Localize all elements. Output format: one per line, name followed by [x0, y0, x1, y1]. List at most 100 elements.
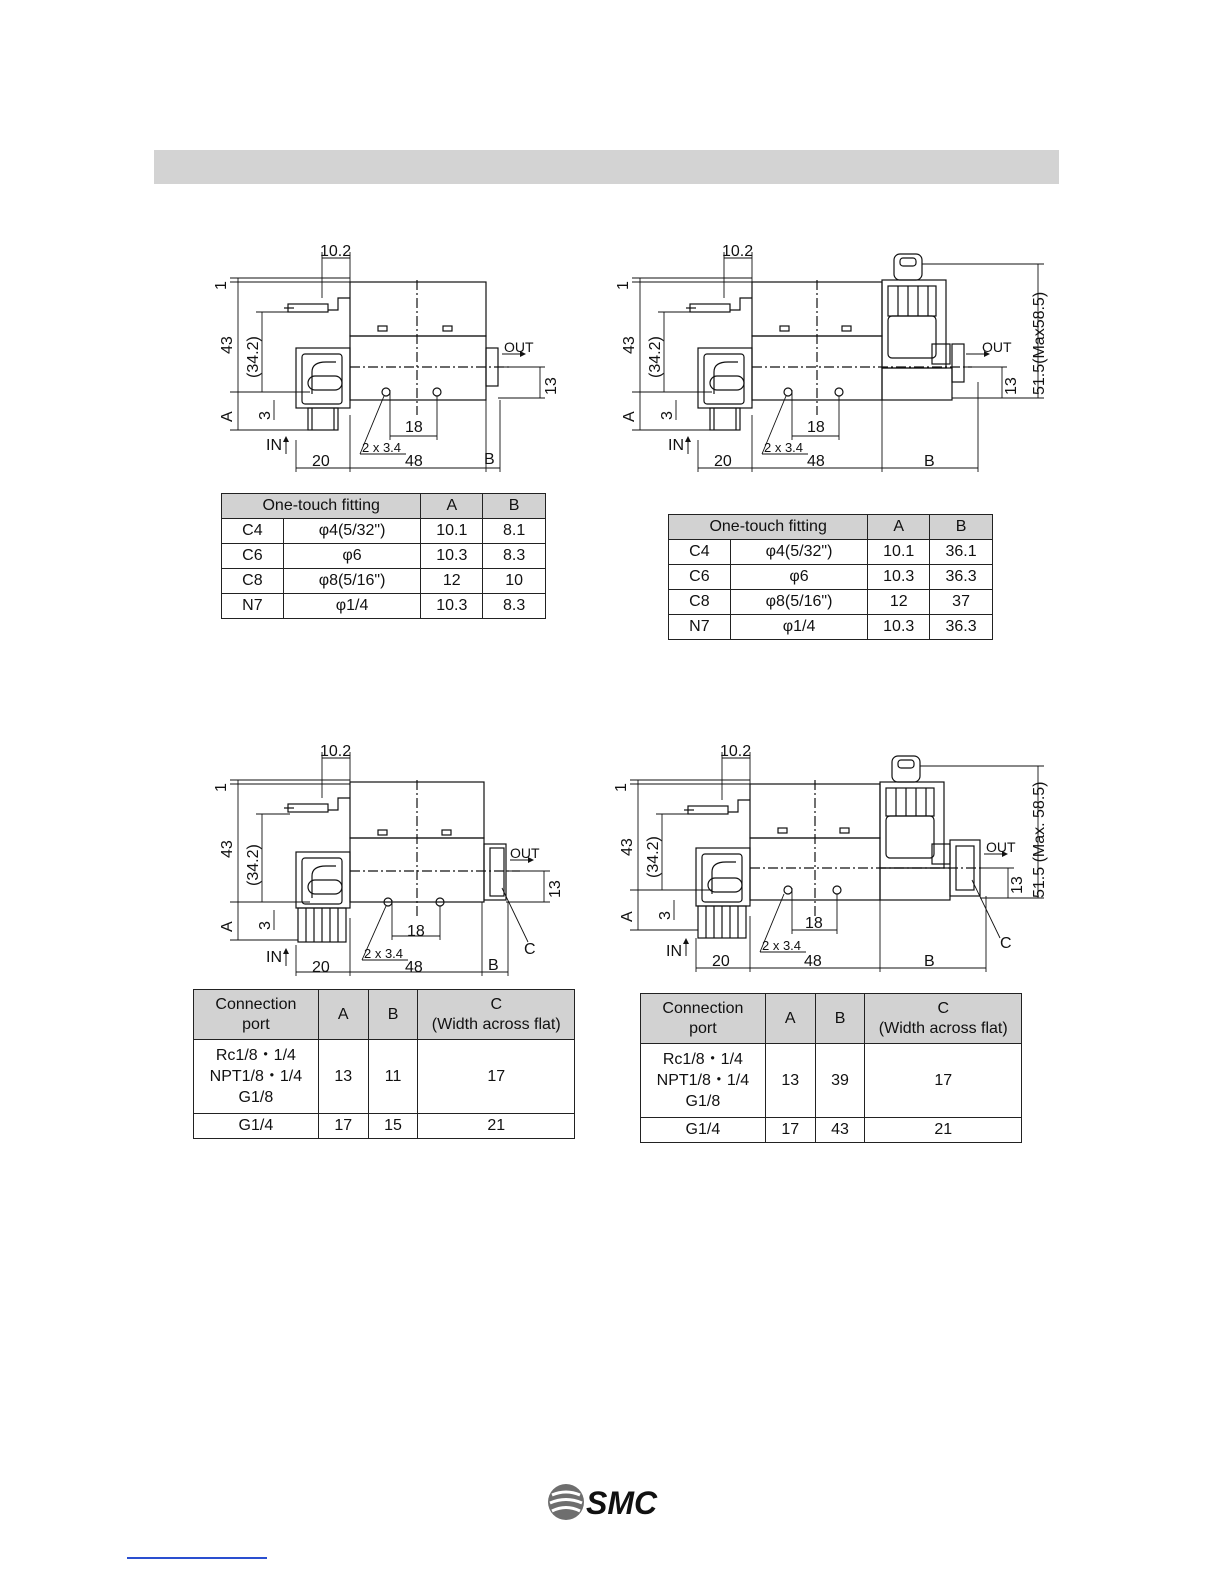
- dim-1-text: 1: [213, 783, 230, 792]
- table-header-cell: A: [764, 993, 816, 1044]
- table-header-cell: Connection port: [193, 989, 319, 1040]
- dim-13-text: 13: [1009, 876, 1026, 894]
- table-cell: C4: [221, 518, 284, 544]
- dim-34-text: (34.2): [245, 336, 262, 378]
- table-cell: 43: [814, 1117, 866, 1143]
- out-label: OUT: [982, 339, 1012, 355]
- table-header-cell: C (Width across flat): [417, 989, 575, 1040]
- table-cell: 21: [417, 1113, 575, 1139]
- table-cell: Rc1/8・1/4 NPT1/8・1/4 G1/8: [640, 1043, 766, 1118]
- table-cell: 17: [864, 1043, 1022, 1118]
- table-row: C4 φ4(5/32") 10.1 36.1: [668, 539, 993, 565]
- table-cell: Rc1/8・1/4 NPT1/8・1/4 G1/8: [193, 1039, 319, 1114]
- dim-18-text: 18: [807, 419, 825, 436]
- table-cell: 21: [864, 1117, 1022, 1143]
- table-cell: N7: [668, 614, 731, 640]
- dim-top-text: 10.2: [320, 243, 351, 260]
- port-dimension-table-2: Connection port A B C (Width across flat…: [640, 993, 1022, 1143]
- table-cell: 11: [367, 1039, 419, 1114]
- table-row: G1/4 17 15 21: [193, 1113, 575, 1139]
- in-label: IN: [666, 943, 682, 960]
- dim-18-text: 18: [805, 915, 823, 932]
- table-row: G1/4 17 43 21: [640, 1117, 1022, 1143]
- dim-b-text: B: [488, 957, 499, 974]
- table-cell: C6: [668, 564, 731, 590]
- out-label: OUT: [986, 839, 1016, 855]
- fitting-dimension-table-2: One-touch fitting A B C4 φ4(5/32") 10.1 …: [667, 514, 993, 640]
- dim-c-text: C: [524, 941, 536, 958]
- table-row: Rc1/8・1/4 NPT1/8・1/4 G1/8 13 11 17: [193, 1039, 575, 1114]
- dim-a-text: A: [219, 921, 236, 932]
- smc-logo-mark-icon: [548, 1484, 584, 1520]
- dim-20-text: 20: [312, 453, 330, 470]
- dim-3-text: 3: [257, 921, 274, 930]
- out-label: OUT: [510, 845, 540, 861]
- dim-34-text: (34.2): [645, 836, 662, 878]
- table-header-cell: A: [867, 514, 931, 540]
- port-dimension-table-1: Connection port A B C (Width across flat…: [193, 989, 575, 1139]
- dim-a-text: A: [619, 911, 636, 922]
- in-label: IN: [266, 949, 282, 966]
- table-cell: 39: [814, 1043, 866, 1118]
- dim-3-text: 3: [257, 411, 274, 420]
- dim-48-text: 48: [405, 453, 423, 470]
- dim-top-text: 10.2: [320, 743, 351, 760]
- dim-48-text: 48: [804, 953, 822, 970]
- table-cell: 10.3: [867, 614, 931, 640]
- table-row: C6 φ6 10.3 8.3: [221, 543, 546, 569]
- dim-20-text: 20: [312, 959, 330, 976]
- table-cell: 12: [420, 568, 484, 594]
- table-cell: 15: [367, 1113, 419, 1139]
- dim-34-text: (34.2): [245, 844, 262, 886]
- table-row: N7 φ1/4 10.3 36.3: [668, 614, 993, 640]
- table-cell: 17: [417, 1039, 575, 1114]
- table-cell: φ6: [729, 564, 869, 590]
- table-cell: φ4(5/32"): [729, 539, 869, 565]
- table-cell: 10.1: [420, 518, 484, 544]
- footer-link-underline: [127, 1557, 267, 1559]
- table-cell: G1/4: [193, 1113, 319, 1139]
- dim-holes-text: 2 x 3.4: [764, 440, 803, 455]
- table-cell: 8.3: [482, 543, 546, 569]
- drawing-top-right: 10.2 1 43 (34.2) 3 A 13 51.5(Max58.5) 18…: [615, 243, 1048, 472]
- dim-34-text: (34.2): [647, 336, 664, 378]
- dim-48-text: 48: [405, 959, 423, 976]
- dim-c-text: C: [1000, 935, 1012, 952]
- table-header-cell: B: [367, 989, 419, 1040]
- dim-13-text: 13: [547, 880, 564, 898]
- table-header-cell: A: [420, 493, 484, 519]
- table-cell: 10: [482, 568, 546, 594]
- table-cell: φ8(5/16"): [282, 568, 422, 594]
- dim-48-text: 48: [807, 453, 825, 470]
- dim-3-text: 3: [659, 411, 676, 420]
- dim-43-text: 43: [219, 840, 236, 858]
- dim-3-text: 3: [657, 911, 674, 920]
- table-cell: 10.1: [867, 539, 931, 565]
- table-cell: 17: [764, 1117, 816, 1143]
- table-cell: φ6: [282, 543, 422, 569]
- dim-height-text: 51.5(Max58.5): [1031, 292, 1048, 395]
- table-header-cell: B: [814, 993, 866, 1044]
- table-header-cell: One-touch fitting: [667, 514, 869, 540]
- table-cell: 13: [317, 1039, 369, 1114]
- table-cell: φ1/4: [729, 614, 869, 640]
- dim-13-text: 13: [543, 377, 560, 395]
- table-cell: 36.3: [929, 614, 993, 640]
- section-header-bar: [154, 150, 1059, 184]
- drawing-bottom-right: 10.2 1 43 (34.2) 3 A 13 51.5 (Max. 58.5)…: [613, 743, 1048, 972]
- table-cell: 37: [929, 589, 993, 615]
- table-header-cell: B: [929, 514, 993, 540]
- table-cell: C6: [221, 543, 284, 569]
- in-label: IN: [266, 437, 282, 454]
- dim-top-text: 10.2: [720, 743, 751, 760]
- table-row: N7 φ1/4 10.3 8.3: [221, 593, 546, 619]
- table-cell: 10.3: [867, 564, 931, 590]
- dim-1-text: 1: [613, 783, 630, 792]
- table-header-cell: B: [482, 493, 546, 519]
- dim-b-text: B: [924, 953, 935, 970]
- table-cell: φ4(5/32"): [282, 518, 422, 544]
- table-cell: 36.3: [929, 564, 993, 590]
- table-header-cell: C (Width across flat): [864, 993, 1022, 1044]
- drawing-top-left: 10.2 1 43 (34.2) 3 A 13 18 2 x 3.4 20 48…: [213, 243, 560, 472]
- table-cell: N7: [221, 593, 284, 619]
